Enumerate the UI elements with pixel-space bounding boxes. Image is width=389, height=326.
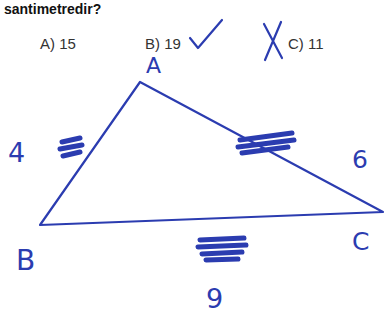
answer-option: B) 19 — [145, 36, 181, 53]
ink-scribble — [198, 238, 246, 260]
ink-scribble — [238, 133, 294, 153]
vertex-label: A — [146, 54, 161, 78]
ink-scribble — [60, 138, 82, 156]
answer-option: A) 15 — [40, 36, 76, 53]
vertex-label: B — [16, 246, 35, 277]
vertex-label: C — [352, 228, 369, 256]
check-mark — [190, 20, 222, 48]
side-length: 9 — [206, 284, 223, 314]
answer-option: C) 11 — [288, 36, 324, 53]
triangle-outline — [40, 82, 383, 225]
cross-mark — [264, 22, 282, 60]
question-text: santimetredir? — [4, 2, 101, 17]
side-length: 4 — [8, 138, 25, 168]
side-length: 6 — [352, 146, 368, 174]
